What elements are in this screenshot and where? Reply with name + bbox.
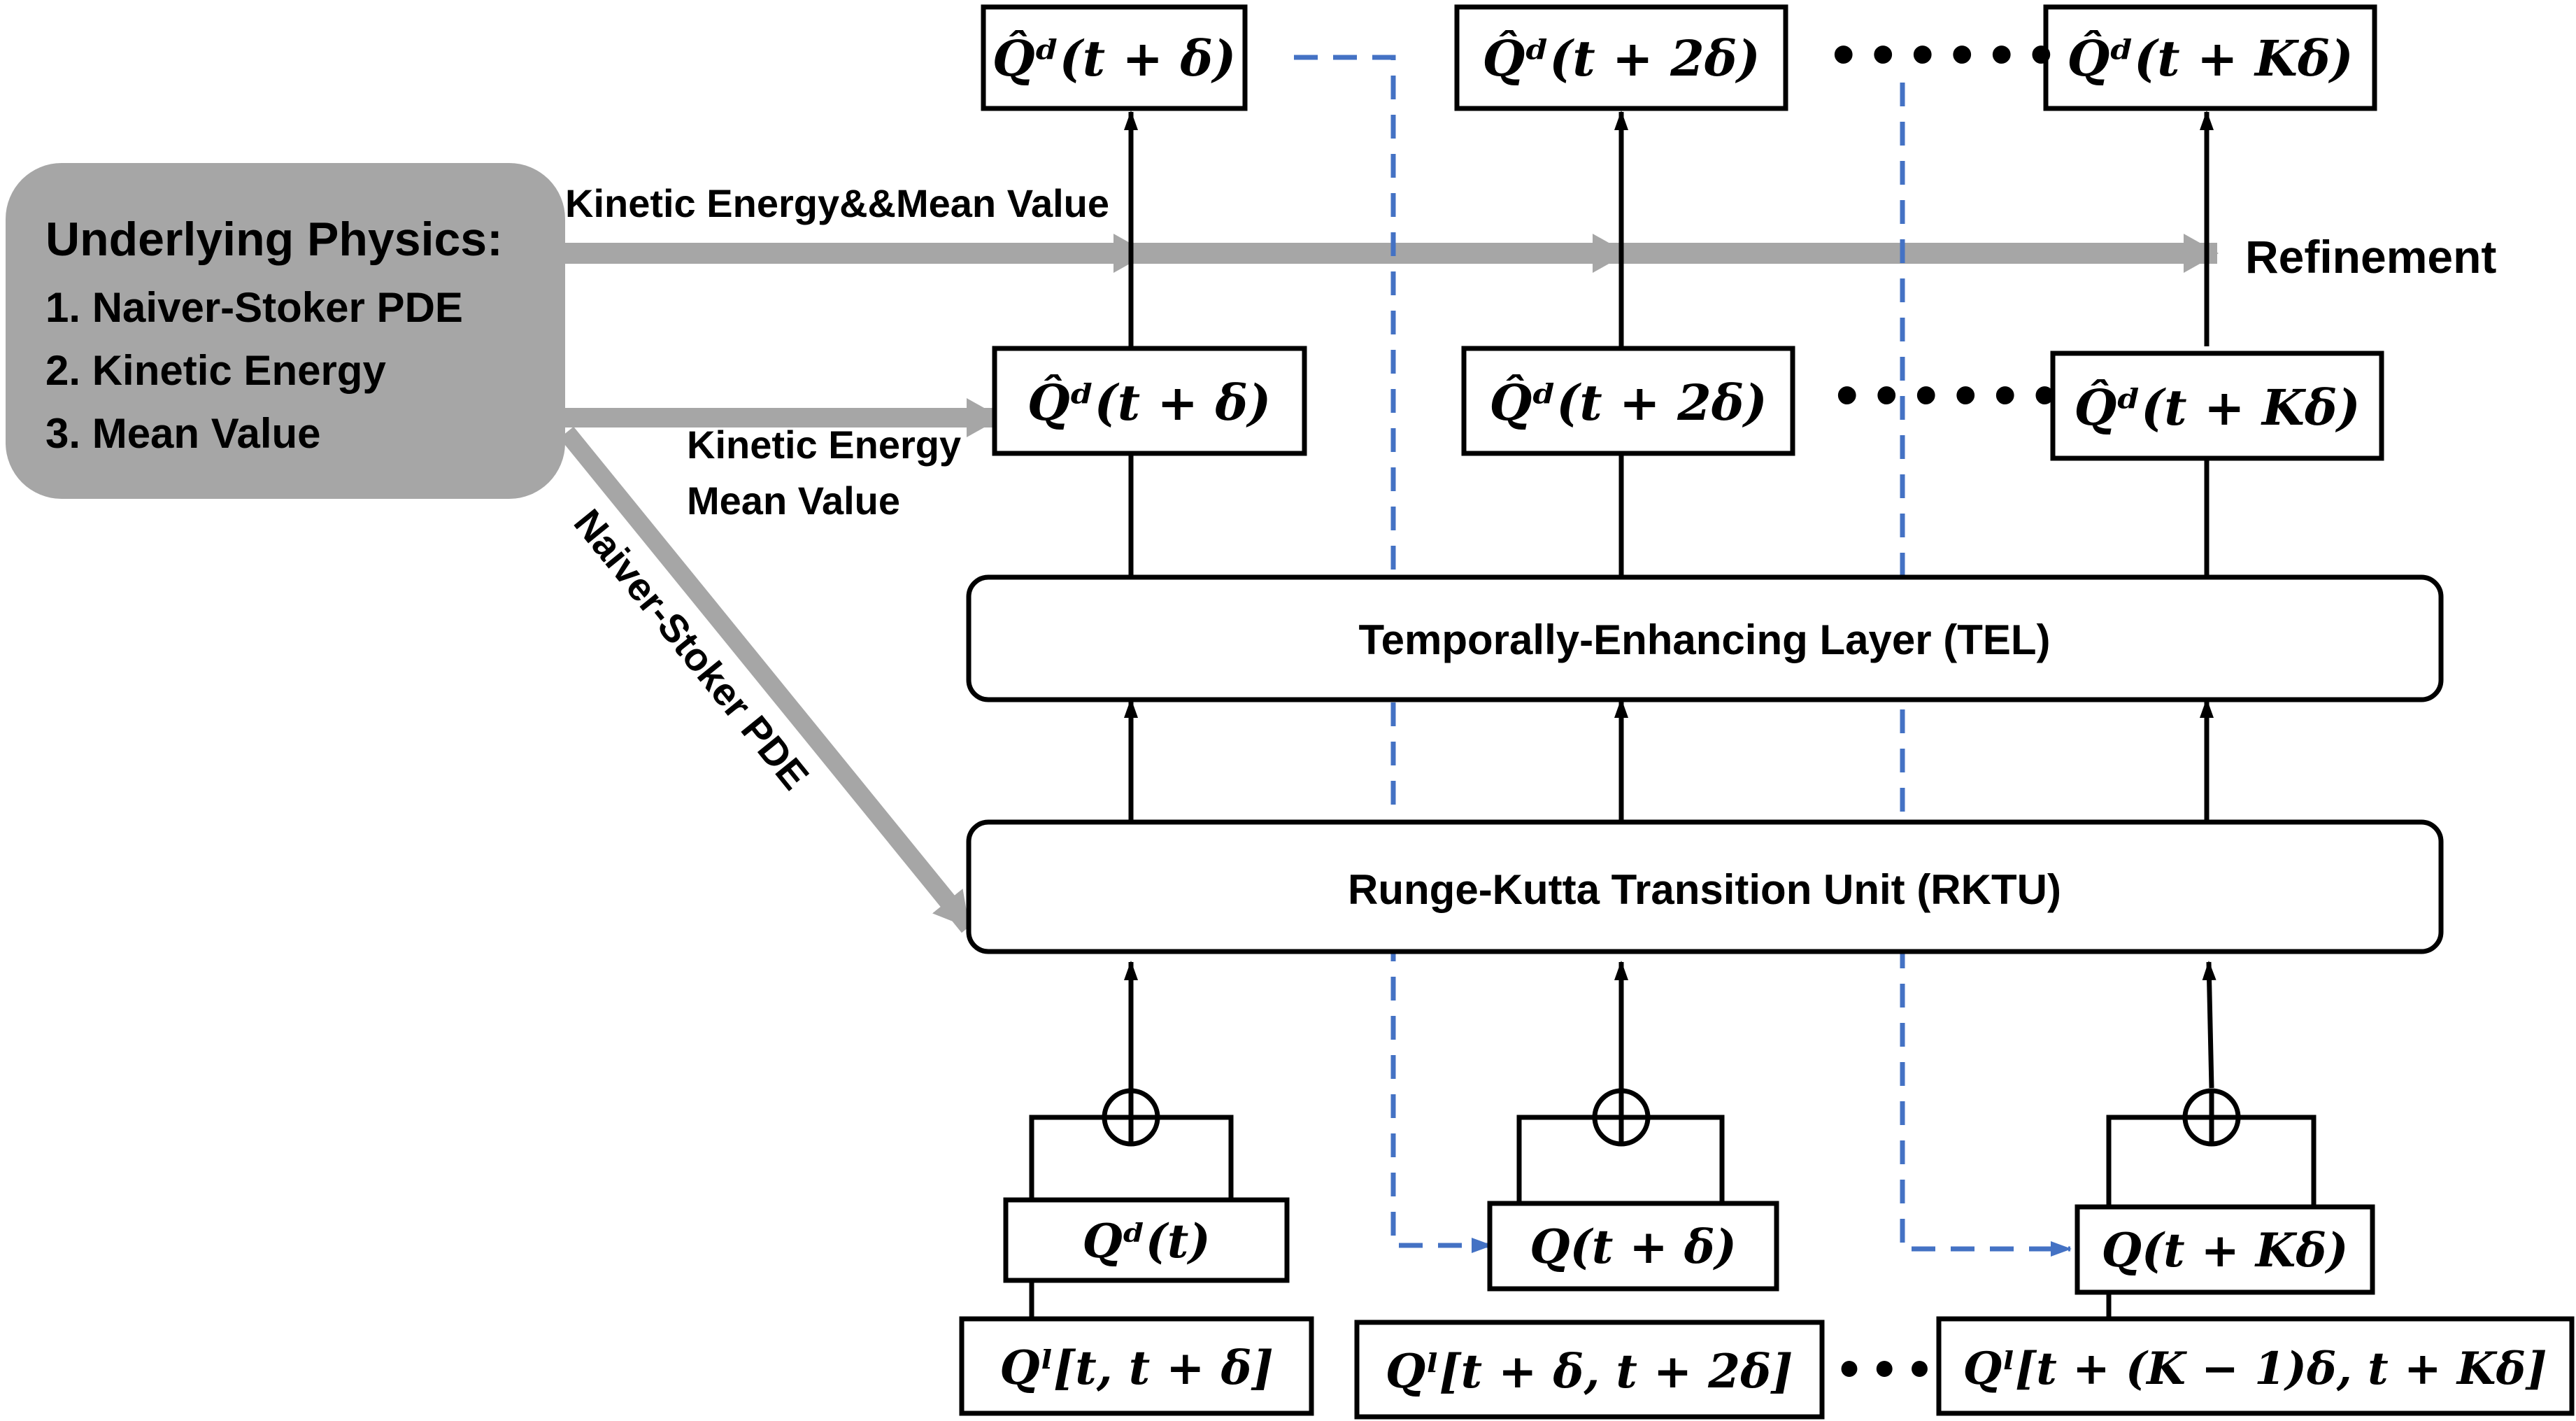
- gray-arrow-diagonal: [559, 426, 976, 933]
- ellipsis-mid: • • • • • •: [1836, 360, 2056, 430]
- q-t-kdelta-box: Q(t + Kδ): [2075, 1204, 2375, 1295]
- output-box-top-2: Q̂ᵈ(t + 2δ): [1454, 4, 1788, 111]
- physics-title: Underlying Physics:: [45, 213, 503, 266]
- ql-box-1: Qˡ[t, t + δ]: [959, 1316, 1314, 1416]
- input-stack-3: [2106, 1088, 2317, 1319]
- qd-hat-t-2delta-top: Q̂ᵈ(t + 2δ): [1482, 29, 1760, 87]
- input-stack-1: [1029, 1088, 1234, 1319]
- qd-hat-t-2delta-mid: Q̂ᵈ(t + 2δ): [1489, 374, 1767, 432]
- output-box-top-1: Q̂ᵈ(t + δ): [981, 4, 1248, 111]
- label-kinetic-mean-top: Kinetic Energy&&Mean Value: [565, 181, 1109, 225]
- dashed-arrow-1: [1294, 55, 1493, 1253]
- output-box-top-k: Q̂ᵈ(t + Kδ): [2043, 4, 2377, 111]
- qd-hat-t-delta-top: Q̂ᵈ(t + δ): [992, 29, 1237, 87]
- prediction-box-k: Q̂ᵈ(t + Kδ): [2050, 351, 2384, 461]
- qd-hat-t-kdelta-top: Q̂ᵈ(t + Kδ): [2067, 29, 2353, 87]
- qd-t-label: Qᵈ(t): [1082, 1214, 1210, 1268]
- label-refinement: Refinement: [2245, 231, 2496, 283]
- qd-t-box: Qᵈ(t): [1003, 1197, 1290, 1283]
- ellipsis-top: • • • • • •: [1833, 20, 2052, 90]
- label-mean-value: Mean Value: [687, 479, 900, 523]
- rktu-layer: Runge-Kutta Transition Unit (RKTU): [966, 819, 2444, 954]
- physics-item-3: 3. Mean Value: [45, 410, 321, 457]
- underlying-physics-box: Underlying Physics: 1. Naiver-Stoker PDE…: [6, 163, 565, 499]
- label-kinetic-energy: Kinetic Energy: [687, 423, 961, 467]
- ellipsis-bottom: • • •: [1840, 1337, 1929, 1399]
- q-t-kdelta-label: Q(t + Kδ): [2101, 1223, 2348, 1278]
- rktu-label: Runge-Kutta Transition Unit (RKTU): [1348, 866, 2061, 913]
- ql-1-label: Qˡ[t, t + δ]: [999, 1341, 1273, 1395]
- input-stack-2: [1516, 1088, 1725, 1203]
- ql-box-2: Qˡ[t + δ, t + 2δ]: [1354, 1320, 1825, 1420]
- gray-arrows: [559, 234, 2219, 933]
- tel-layer: Temporally-Enhancing Layer (TEL): [966, 574, 2444, 702]
- connector-lines: [1124, 111, 2216, 1104]
- ql-k-label: Qˡ[t + (K − 1)δ, t + Kδ]: [1963, 1343, 2547, 1395]
- label-naiver-stoker-pde: Naiver-Stoker PDE: [566, 501, 818, 798]
- physics-item-2: 2. Kinetic Energy: [45, 347, 386, 394]
- qd-hat-t-delta-mid: Q̂ᵈ(t + δ): [1027, 374, 1272, 432]
- prediction-box-2: Q̂ᵈ(t + 2δ): [1461, 346, 1795, 456]
- ql-box-k: Qˡ[t + (K − 1)δ, t + Kδ]: [1936, 1316, 2575, 1416]
- q-t-delta-box: Q(t + δ): [1487, 1201, 1779, 1292]
- tel-label: Temporally-Enhancing Layer (TEL): [1358, 616, 2050, 663]
- ql-2-label: Qˡ[t + δ, t + 2δ]: [1386, 1344, 1793, 1399]
- q-t-delta-label: Q(t + δ): [1530, 1219, 1737, 1274]
- dashed-feedback-arrows: [1294, 55, 2072, 1257]
- physics-item-1: 1. Naiver-Stoker PDE: [45, 284, 463, 331]
- prediction-box-1: Q̂ᵈ(t + δ): [992, 346, 1307, 456]
- qd-hat-t-kdelta-mid: Q̂ᵈ(t + Kδ): [2074, 379, 2360, 437]
